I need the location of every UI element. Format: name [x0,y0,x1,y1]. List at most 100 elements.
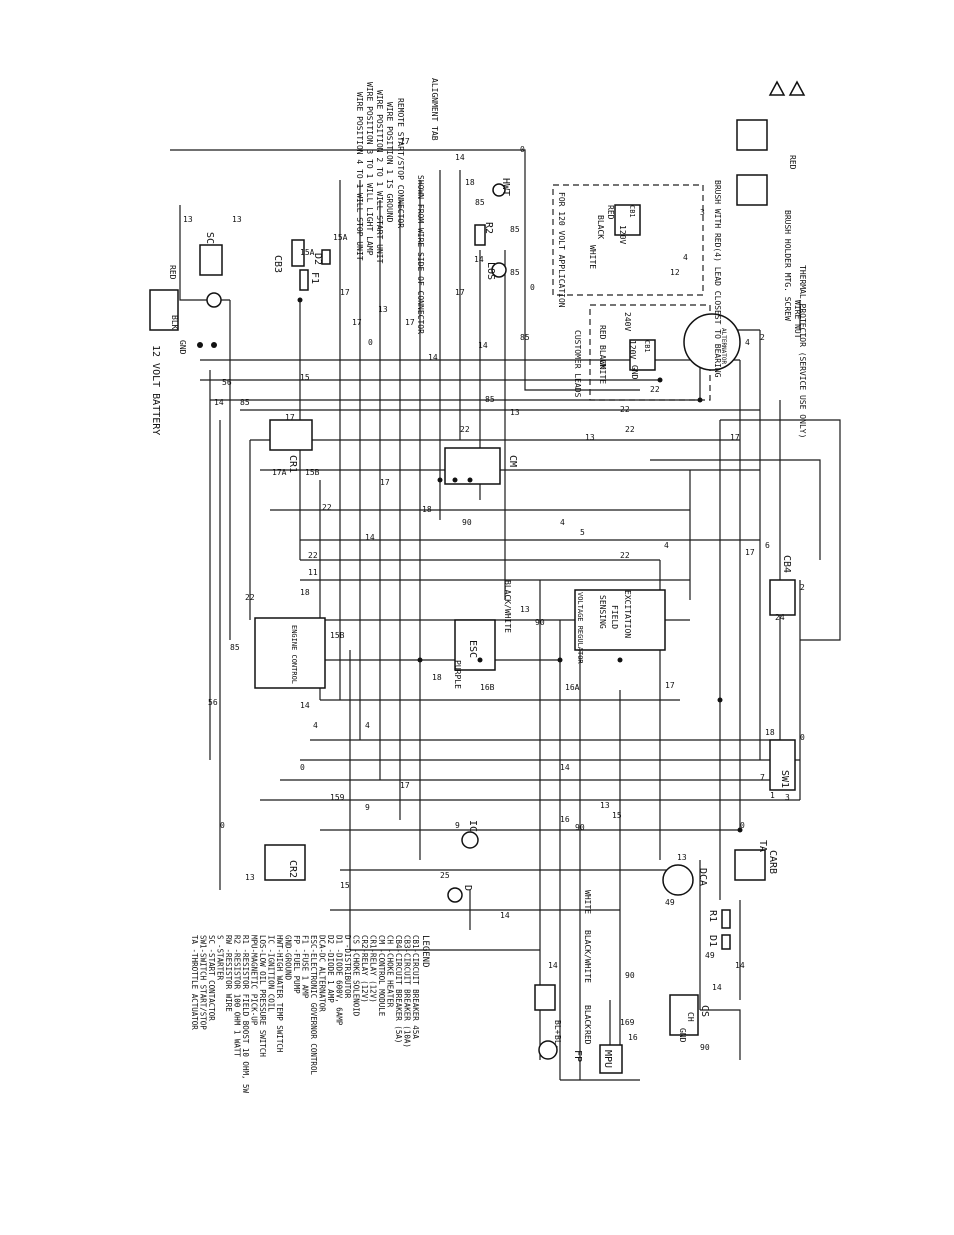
vr-field: FIELD [610,605,619,629]
wire-red-lower: RED [583,1030,592,1045]
wire-num: 14 [455,153,465,162]
wire-num: 85 [520,333,530,342]
wire-num: 22 [620,405,630,414]
wire-num: 13 [677,853,687,862]
wire-num: 9 [455,821,460,830]
esc-box [454,619,496,671]
legend-item: CB4-CIRCUIT BREAKER (5A) [394,935,403,1043]
wire-num: 1 [770,791,775,800]
wire-num: 90 [535,618,545,627]
distributor-symbol [447,887,463,903]
d2-label: D2 [312,253,323,265]
panel-upper-120v: 120V [618,225,627,244]
wire-num: 13 [378,305,388,314]
cb3-breaker [291,239,305,267]
wire-num: 4 [365,721,370,730]
legend-item: R1 -RESISTOR FIELD BOOST 10 OHM, 5W [241,935,250,1094]
legend-item: CS -CHOKE SOLENOID [352,935,361,1017]
panel-lower-red: RED [598,325,607,340]
wire-num: 4 [560,518,565,527]
wire-num: 15A [333,233,348,242]
view-note: SHOWN FROM WIRE SIDE OF CONNECTOR [416,175,425,334]
wire-num: 18 [432,673,442,682]
wire-number-labels: 13 13 17 14 18 0 85 85 14 85 0 85 17 13 … [183,137,805,1052]
wire-num: 15B [330,631,345,640]
wire-num: 15 [612,811,622,820]
legend-item: R2 -RESISTOR 100 OHM 1 WATT [233,935,242,1057]
legend-item: IC -IGNITION COIL [267,935,276,1012]
wire-num: 22 [620,551,630,560]
panel-lower-240v: 240V [623,312,632,331]
wire-num: 22 [460,425,470,434]
wire-num: 22 [322,503,332,512]
wire-num: 0 [530,283,535,292]
vr-sensing: SENSING [598,595,607,629]
wire-num: 22 [245,593,255,602]
wire-nut-note: WIRE NUT [793,300,802,339]
wire-num: 85 [510,225,520,234]
wire-num: 22 [650,385,660,394]
wire-num: 14 [500,911,510,920]
wire-lamp-note: WIRE POSITION 3 TO 1 WILL LIGHT LAMP [365,82,374,256]
ta-label: TA [757,840,768,852]
wire-num: 3 [700,208,705,217]
legend-item: D -DISTRIBUTOR [343,935,352,999]
legend-item: GND-GROUND [284,935,293,981]
panel-upper-black: BLACK [596,215,605,239]
wire-num: 2 [800,583,805,592]
ignition-coil-symbol [461,831,479,849]
wire-num: 17 [745,548,755,557]
wire-stop-note: WIRE POSITION 4 TO 1 WILL STOP UNIT [355,92,364,261]
wire-num: 169 [620,1018,635,1027]
panel-upper-red: RED [606,205,615,220]
wire-num: 13 [245,873,255,882]
panel-upper-white: WHITE [588,245,597,269]
wire-num: 5 [580,528,585,537]
wire-black-white-lower: BLACK/WHITE [583,930,592,983]
wire-num: 17 [455,288,465,297]
wire-num: 18 [465,178,475,187]
sw1-label: SW1 [779,770,790,788]
wire-num: 4 [313,721,318,730]
legend-item: SW1-SWITCH START/STOP [199,935,208,1030]
battery-blk: BLK [170,315,179,330]
wire-num: 17 [380,478,390,487]
f1-label: F1 [309,272,320,284]
cb1-lower-box [629,339,656,371]
dashed-panels [552,184,711,401]
wire-num: 6 [765,541,770,550]
wire-white-lower: WHITE [583,890,592,914]
wire-num: 85 [475,198,485,207]
engine-control-label: ENGINE CONTROL [290,625,298,684]
cr1-label: CR1 [287,455,298,473]
ic-label: IC [467,820,478,832]
battery-gnd: GND [178,340,187,355]
wire-num: 90 [575,823,585,832]
wire-num: 14 [560,763,570,772]
voltage-regulator-box [574,589,666,651]
wire-num: 49 [665,898,675,907]
sc-label: SC [204,232,215,244]
wire-num: 14 [548,961,558,970]
cs-label: CS [699,1005,710,1017]
wire-num: 15B [305,468,320,477]
alternator-symbol [683,313,741,371]
sw1-box [769,739,796,791]
wire-num: 17 [730,433,740,442]
wire-num: 85 [230,643,240,652]
cb4-box [769,579,796,616]
component-boxes [149,119,796,1074]
legend-item: D1 -DIODE 600V, 6AMP [335,935,344,1026]
junction-dots [197,297,743,833]
cb1-upper-box [614,204,641,236]
wire-num: 18 [300,588,310,597]
wire-num: 0 [520,145,525,154]
wire-num: 90 [462,518,472,527]
wire-num: 49 [705,951,715,960]
legend-item: FP -FUEL PUMP [292,935,301,994]
wire-num: 16B [480,683,495,692]
wire-num: 13 [585,433,595,442]
brush-red-lead: RED [788,155,797,170]
wire-num: 14 [214,398,224,407]
